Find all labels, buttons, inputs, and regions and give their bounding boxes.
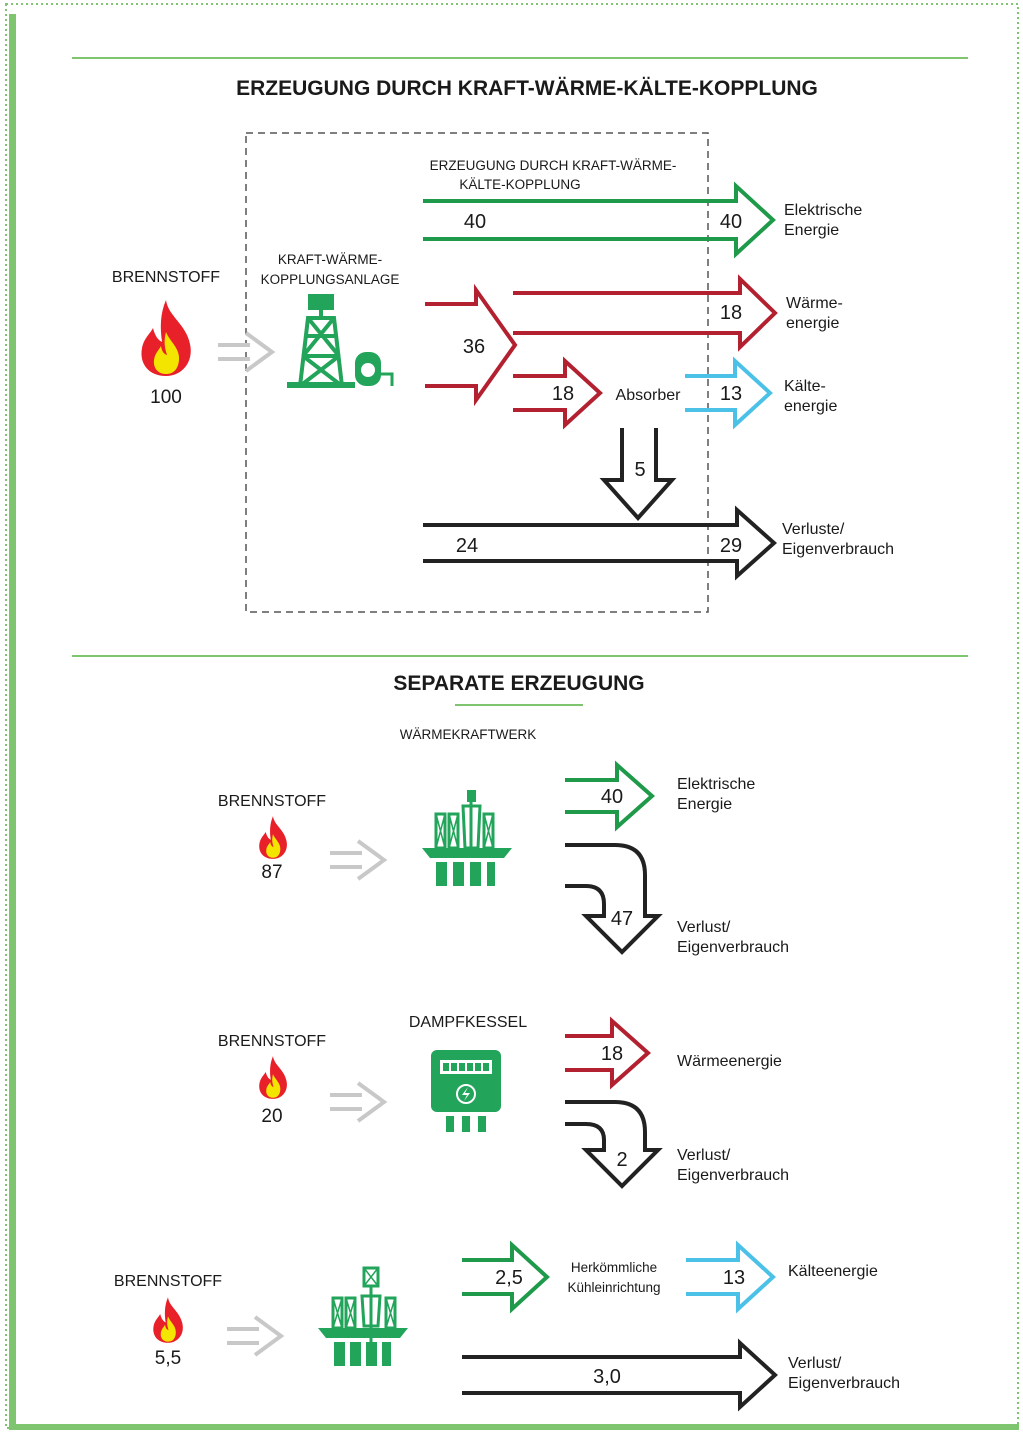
cooling-device-label-line2: Kühleinrichtung (567, 1280, 660, 1295)
chp-fuel-arrow-icon (216, 331, 274, 373)
chp-electric-arrow (423, 181, 776, 259)
thermal-fuel-label: BRENNSTOFF (218, 793, 326, 810)
thermal-plant-label: WÄRMEKRAFTWERK (400, 727, 537, 742)
cooling-device-label-line1: Herkömmliche (571, 1260, 657, 1275)
thermal-plant-icon (422, 790, 512, 886)
chp-heat-input-value: 36 (463, 336, 485, 358)
chp-section-title: ERZEUGUNG DURCH KRAFT-WÄRME-KÄLTE-KOPPLU… (236, 77, 818, 100)
chp-fuel-flame-icon (141, 300, 191, 376)
thermal-fuel-arrow-icon (328, 839, 386, 881)
cooling-electric-value: 2,5 (495, 1267, 523, 1289)
thermal-electric-label-line2: Energie (677, 796, 732, 813)
cooling-cold-arrow (686, 1240, 776, 1314)
thermal-loss-label-line1: Verlust/ (677, 919, 731, 936)
boiler-loss-value: 2 (616, 1149, 627, 1171)
boiler-loss-label-line2: Eigenverbrauch (677, 1167, 789, 1184)
chp-absorber-input-arrow (513, 356, 603, 430)
chp-cold-label-line2: energie (784, 398, 837, 415)
chp-cold-arrow (685, 356, 773, 430)
chp-plant-icon (287, 294, 394, 388)
boiler-fuel-value: 20 (261, 1106, 282, 1127)
chp-box-title-line2: KÄLTE-KOPPLUNG (459, 177, 580, 192)
cooling-electric-arrow (462, 1240, 550, 1314)
thermal-fuel-flame-icon (259, 816, 287, 859)
cooling-loss-value: 3,0 (593, 1366, 621, 1388)
chp-loss-label-line1: Verluste/ (782, 521, 845, 538)
boiler-loss-label-line1: Verlust/ (677, 1147, 731, 1164)
chp-loss-label-line2: Eigenverbrauch (782, 541, 894, 558)
chp-heat-output-arrow (513, 274, 778, 352)
chp-fuel-value: 100 (150, 387, 182, 408)
chp-heat-label-line1: Wärme- (786, 295, 843, 312)
chp-loss-in-value: 24 (456, 535, 478, 557)
cooling-loss-label-line1: Verlust/ (788, 1355, 842, 1372)
thermal-loss-arrow (565, 843, 663, 955)
chp-cold-label-line1: Kälte- (784, 378, 826, 395)
boiler-loss-arrow (565, 1100, 663, 1189)
boiler-heat-arrow (565, 1016, 652, 1090)
thermal-electric-value: 40 (601, 786, 623, 808)
chp-electric-out-value: 40 (720, 211, 742, 233)
thermal-electric-label-line1: Elektrische (677, 776, 755, 793)
chp-absorber-loss-arrow (599, 428, 677, 521)
cooling-fuel-flame-icon (153, 1297, 183, 1343)
chp-absorber-input-value: 18 (552, 383, 574, 405)
cooling-fuel-value: 5,5 (155, 1348, 181, 1369)
chp-loss-arrow (423, 505, 778, 581)
chp-electric-label-line1: Elektrische (784, 202, 862, 219)
boiler-heat-value: 18 (601, 1043, 623, 1065)
cooling-loss-label-line2: Eigenverbrauch (788, 1375, 900, 1392)
chp-fuel-label: BRENNSTOFF (112, 269, 220, 286)
chp-plant-label-line2: KOPPLUNGSANLAGE (261, 272, 400, 287)
chp-loss-out-value: 29 (720, 535, 742, 557)
cooling-loss-arrow (462, 1338, 778, 1412)
chp-box-title-line1: ERZEUGUNG DURCH KRAFT-WÄRME- (430, 158, 677, 173)
chp-electric-label-line2: Energie (784, 222, 839, 239)
chp-absorber-label: Absorber (616, 387, 682, 404)
cooling-cold-label: Kälteenergie (788, 1263, 878, 1280)
boiler-heat-label: Wärmeenergie (677, 1053, 782, 1070)
boiler-fuel-flame-icon (259, 1056, 287, 1099)
cooling-plant-icon (318, 1266, 408, 1366)
thermal-loss-label-line2: Eigenverbrauch (677, 939, 789, 956)
chp-heat-input-arrow (425, 283, 518, 407)
boiler-plant-label: DAMPFKESSEL (409, 1014, 527, 1031)
chp-system-boundary (245, 132, 709, 613)
thermal-fuel-value: 87 (261, 862, 282, 883)
boiler-icon (431, 1050, 501, 1132)
thermal-loss-value: 47 (611, 908, 633, 930)
cooling-fuel-label: BRENNSTOFF (114, 1273, 222, 1290)
boiler-fuel-arrow-icon (328, 1081, 386, 1123)
chp-absorber-loss-value: 5 (634, 459, 645, 481)
thermal-electric-arrow (565, 760, 656, 832)
chp-electric-in-value: 40 (464, 211, 486, 233)
cooling-fuel-arrow-icon (225, 1315, 283, 1357)
chp-heat-label-line2: energie (786, 315, 839, 332)
cooling-cold-value: 13 (723, 1267, 745, 1289)
chp-cold-output-value: 13 (720, 383, 742, 405)
boiler-fuel-label: BRENNSTOFF (218, 1033, 326, 1050)
separate-section-title: SEPARATE ERZEUGUNG (393, 672, 644, 695)
chp-heat-output-value: 18 (720, 302, 742, 324)
chp-plant-label-line1: KRAFT-WÄRME- (278, 252, 382, 267)
page-border (5, 3, 1019, 1430)
